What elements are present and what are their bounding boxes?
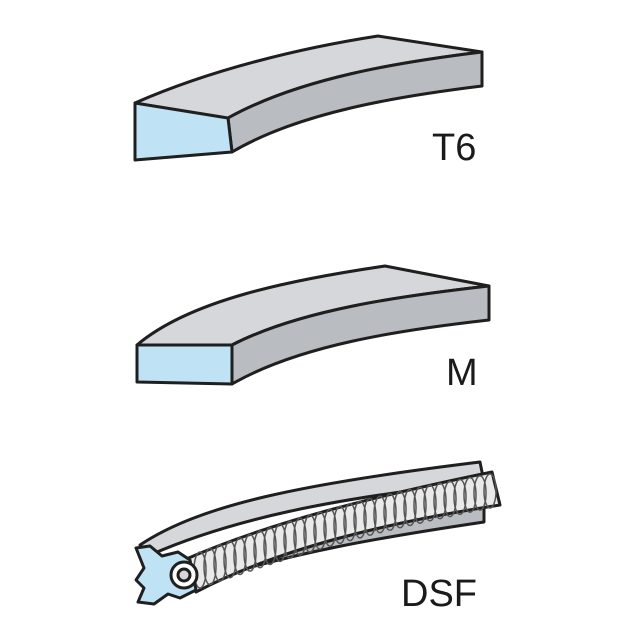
spring-coils [193,473,497,589]
ring-dsf-label: DSF [401,573,477,615]
ring-t6-label: T6 [432,127,476,169]
spring-coil [423,484,437,522]
spring-coil [363,497,377,537]
ring-m: M [135,264,491,394]
spring-coil [293,517,307,556]
spring-coil [413,486,427,524]
spring-coil [243,533,257,572]
spring-coil [433,482,447,520]
spring-coil [333,505,347,545]
spring-coil [283,520,297,559]
spring-coil [403,488,417,527]
spring-coil [323,508,337,547]
spring-coil [313,511,327,550]
spring-coil [373,495,387,534]
spring-coil [473,475,487,511]
ring-dsf-cross-section [134,544,198,606]
ring-dsf-expander-spring [182,470,502,594]
spring-coil [463,476,477,513]
spring-coil [343,502,357,542]
spring-coil [233,537,247,576]
ring-t6-cross-section [133,101,234,162]
spring-coil [393,490,407,529]
spring-coil [273,523,287,563]
spring-coil [383,493,397,532]
spring-coil [443,480,457,518]
ring-t6-outer-face [226,50,484,154]
spring-coil [263,526,277,566]
spring-coil [213,544,227,582]
spring-coil [203,547,217,586]
ring-dsf: DSF [134,460,502,615]
ring-dsf-spring-section-inner [176,567,192,583]
spring-coil [303,514,317,553]
spring-coil [253,530,267,569]
ring-m-outer-face [230,284,491,386]
spring-coil [453,478,467,516]
spring-coil [483,473,497,509]
spring-coil [353,500,367,539]
ring-m-label: M [446,352,478,394]
ring-t6: T6 [133,34,484,169]
spring-coil [223,540,237,579]
ring-m-cross-section [135,343,234,386]
